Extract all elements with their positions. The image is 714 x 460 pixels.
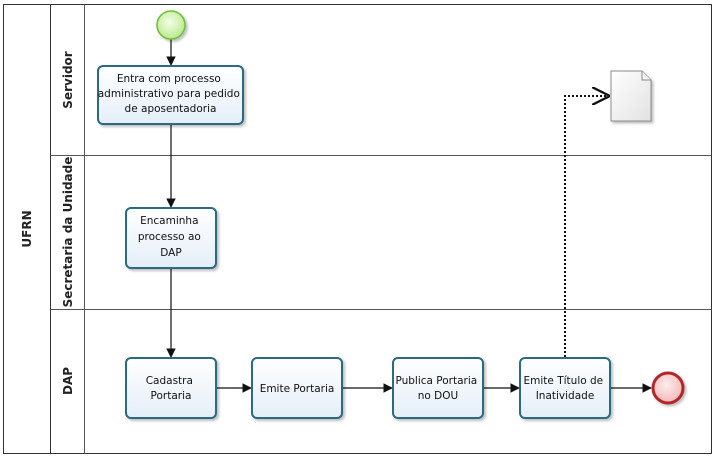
association-t6-to-doc — [564, 96, 608, 357]
task-text-line: Encaminha — [140, 215, 198, 227]
task-text-line: administrativo para pedido — [98, 88, 240, 100]
svg-text:Encaminha processo ao: Encaminha processo ao DAP — [138, 215, 204, 259]
task-publica-portaria[interactable]: Publica Portaria no DOU — [392, 357, 484, 419]
task-emite-portaria[interactable]: Emite Portaria — [251, 357, 343, 419]
task-text-line: Cadastra — [146, 375, 193, 387]
task-cadastra-portaria[interactable]: Cadastra Portaria — [125, 357, 217, 419]
task-text-line: Emite Título de — [524, 375, 604, 387]
task-text-line: de aposentadoria — [125, 103, 217, 115]
task-encaminha-processo[interactable]: Encaminha processo ao DAP — [125, 207, 217, 269]
end-event[interactable] — [651, 371, 685, 405]
task-entra-com-processo[interactable]: Entra com processo administrativo para p… — [97, 65, 244, 125]
task-text-line: no DOU — [418, 390, 458, 402]
task-text-line: Inatividade — [536, 390, 595, 402]
svg-text:Entra com processo admin: Entra com processo administrativo para p… — [98, 73, 244, 115]
task-text-line: processo ao — [138, 231, 201, 243]
task-text-line: Publica Portaria — [395, 375, 477, 387]
lane-label-dap: DAP — [61, 367, 75, 395]
pool-label: UFRN — [20, 210, 34, 247]
lane-label-servidor: Servidor — [61, 51, 75, 108]
svg-text:Emite Título de Inativid: Emite Título de Inatividade — [524, 375, 607, 402]
task-text-line: Portaria — [151, 390, 192, 402]
start-event[interactable] — [156, 10, 186, 40]
task-text-line: DAP — [160, 247, 181, 259]
svg-text:Emite Portaria: Emite Portaria — [260, 383, 335, 395]
svg-text:Publica Portaria no DOU: Publica Portaria no DOU — [395, 375, 480, 402]
svg-text:Cadastra Portaria: Cadastra Portaria — [146, 375, 197, 402]
task-text-line: Entra com processo — [117, 73, 221, 85]
document-icon — [610, 70, 652, 122]
task-emite-titulo[interactable]: Emite Título de Inatividade — [519, 357, 611, 419]
task-text-line: Emite Portaria — [260, 383, 335, 395]
lane-label-secretaria: Secretaria da Unidade — [61, 157, 75, 308]
